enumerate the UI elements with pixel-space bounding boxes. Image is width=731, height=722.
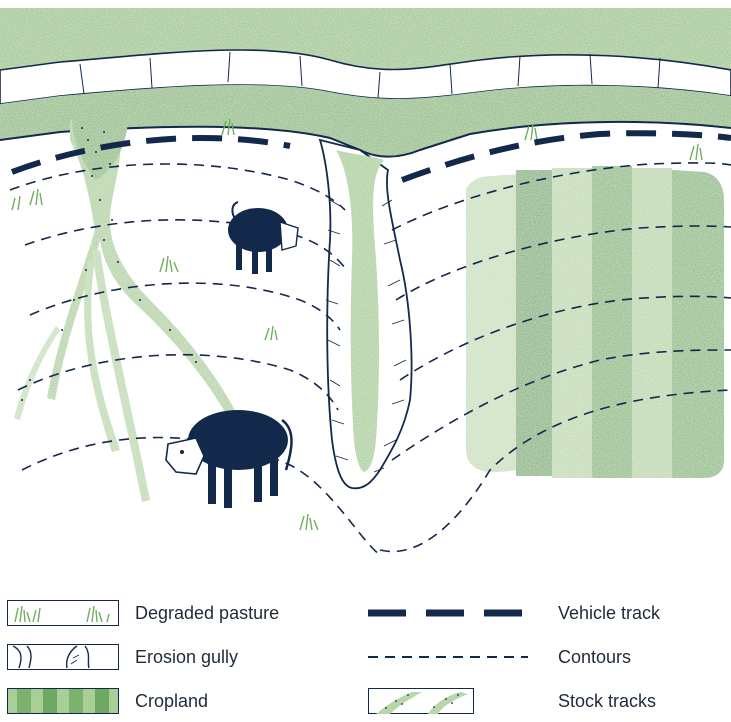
erosion-gully-swatch — [7, 644, 119, 670]
degraded-pasture-label: Degraded pasture — [135, 603, 279, 624]
vehicle-track-swatch — [368, 605, 528, 621]
contours-label: Contours — [558, 647, 631, 668]
cow-lower — [166, 410, 292, 508]
stock-tracks-swatch — [368, 688, 474, 714]
cropland-strips — [466, 166, 724, 478]
vehicle-track-label: Vehicle track — [558, 603, 660, 624]
contours-swatch — [368, 649, 528, 665]
cropland-swatch — [7, 688, 119, 714]
cropland-label: Cropland — [135, 691, 208, 712]
erosion-gully-label: Erosion gully — [135, 647, 238, 668]
legend: Degraded pasture Erosion gully Cropland … — [0, 585, 731, 722]
stock-tracks-label: Stock tracks — [558, 691, 656, 712]
cow-upper — [228, 202, 298, 274]
farm-erosion-illustration — [0, 0, 731, 580]
degraded-pasture-swatch — [7, 600, 119, 626]
